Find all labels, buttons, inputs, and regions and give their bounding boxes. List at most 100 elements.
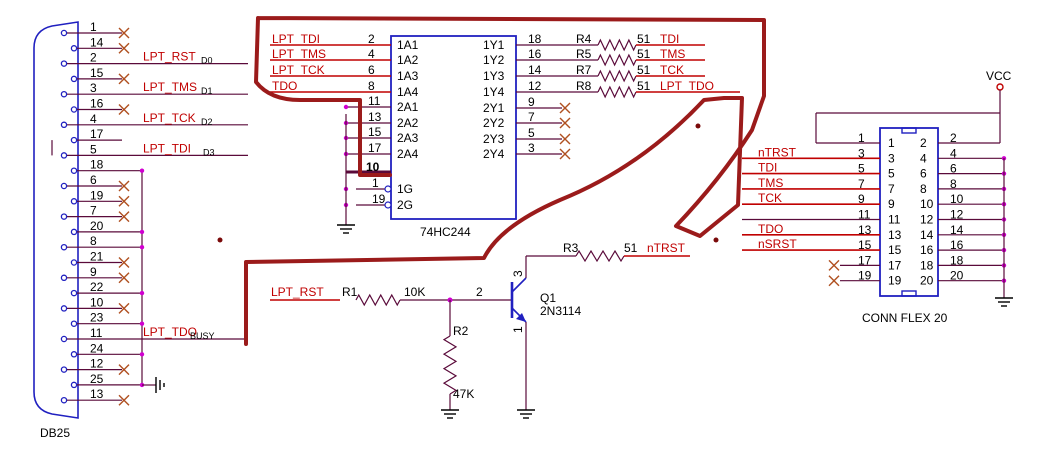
- db25-pin-terminal: [60, 274, 68, 282]
- resistor-value: 51: [637, 47, 651, 61]
- buffer-right-pin-number: 18: [528, 32, 542, 46]
- conn-inner-left-pin: 13: [888, 228, 902, 242]
- conn-left-pin-number: 19: [858, 269, 872, 283]
- buffer-right-pin-name: 2Y1: [483, 101, 505, 115]
- conn-inner-left-pin: 5: [888, 167, 895, 181]
- series-resistor: [597, 38, 637, 52]
- conn-inner-right-pin: 4: [920, 151, 927, 165]
- buffer-right-pin-name: 1Y2: [483, 53, 505, 67]
- r2-ground-icon: [440, 409, 460, 419]
- db25-pin-terminal: [60, 152, 68, 159]
- db25-pin-terminal: [60, 182, 68, 190]
- db25-pin-number: 21: [90, 250, 104, 264]
- conn-left-pin-number: 11: [858, 208, 871, 222]
- r2-resistor: [442, 335, 458, 395]
- conn-net-label: TDI: [758, 161, 777, 175]
- db25-pin-terminal: [70, 289, 78, 297]
- conn-ground-icon: [994, 297, 1014, 307]
- buffer-right-pin-number: 16: [528, 47, 542, 61]
- reset-transistor-circuit: LPT_RST R1 10K 2 R2 47K 3 1 Q1 2N3114 R3…: [270, 241, 690, 419]
- r3-ref: R3: [563, 241, 579, 255]
- r3-resistor: [575, 249, 625, 263]
- q1-emitter-pin: 1: [511, 326, 525, 333]
- conn-inner-left-pin: 11: [888, 213, 901, 227]
- conn-inner-right-pin: 14: [920, 228, 934, 242]
- q1-emitter-arrow-icon: [516, 313, 526, 322]
- buffer-left-pin-name: 1G: [397, 182, 413, 196]
- buffer-left-pin-number: 2: [368, 32, 375, 46]
- buffer-right-pin-name: 2Y4: [483, 147, 505, 161]
- conn-inner-left-pin: 15: [888, 243, 902, 257]
- buffer-left-pin-number: 15: [368, 125, 382, 139]
- db25-pin-terminal: [70, 320, 78, 327]
- series-resistor: [597, 53, 637, 67]
- buffer-left-net: LPT_TMS: [272, 47, 326, 61]
- q1-ground-icon: [516, 409, 536, 419]
- r3-net: nTRST: [647, 241, 686, 255]
- db25-pin-terminal: [60, 90, 68, 98]
- conn-left-pin-number: 3: [858, 146, 865, 160]
- buffer-left-pin-number: 6: [368, 63, 375, 77]
- conn-right-pin-number: 20: [950, 269, 964, 283]
- db25-pin-terminal: [70, 381, 78, 389]
- db25-pin-number: 11: [90, 326, 103, 340]
- conn-left-pin-number: 9: [858, 192, 865, 206]
- db25-pin-terminal: [70, 167, 78, 174]
- buffer-body: [390, 35, 517, 220]
- conn-right-pin-number: 12: [950, 208, 964, 222]
- db25-pin-terminal: [70, 106, 78, 113]
- series-resistor: [597, 85, 637, 99]
- conn-net-label: TDO: [758, 222, 783, 236]
- db25-pin-terminal: [60, 396, 68, 404]
- resistor-ref: R5: [576, 47, 592, 61]
- q1-ref: Q1: [540, 291, 556, 305]
- buffer-output-net: TCK: [660, 63, 684, 77]
- buffer-left-pin-name: 2G: [397, 198, 413, 212]
- q1-part: 2N3114: [540, 304, 581, 318]
- db25-pin-terminal: [60, 121, 68, 129]
- db25-pin-terminal: [70, 228, 78, 236]
- conn-right-pin-number: 6: [950, 162, 957, 176]
- resistor-value: 51: [637, 32, 651, 46]
- db25-pin-terminal: [60, 366, 68, 373]
- db25-pin-number: 14: [90, 35, 104, 49]
- db25-label: DB25: [40, 426, 70, 440]
- conn-right-pin-number: 16: [950, 238, 964, 252]
- db25-connector: 1142153164175186197208219221023112412251…: [33, 20, 165, 440]
- active-low-bubble-icon: [384, 201, 392, 209]
- conn-right-pin-number: 10: [950, 192, 964, 206]
- buffer-right-pin-name: 1Y1: [483, 38, 505, 52]
- buffer-output-net: TMS: [660, 47, 685, 61]
- resistor-value: 51: [637, 79, 651, 93]
- annotation-loop: [244, 16, 766, 346]
- buffer-right-pin-name: 1Y3: [483, 69, 505, 83]
- db25-signal-sub: D3: [203, 147, 215, 157]
- buffer-left-pin-number: 1: [372, 176, 379, 190]
- buffer-left-pin-number: 13: [368, 110, 382, 124]
- conn-inner-left-pin: 19: [888, 274, 902, 288]
- db25-pin-number: 16: [90, 97, 104, 111]
- q1-collector-pin: 3: [511, 270, 525, 277]
- db25-pin-number: 22: [90, 280, 104, 294]
- db25-pin-number: 24: [90, 341, 104, 355]
- buffer-left-pin-name: 1A3: [397, 69, 419, 83]
- buffer-right-pin-number: 5: [528, 126, 535, 140]
- r1-ref: R1: [342, 285, 358, 299]
- conn-left-pin-number: 5: [858, 162, 865, 176]
- db25-pin-number: 23: [90, 311, 104, 325]
- conn-left-pin-number: 13: [858, 223, 872, 237]
- r1-value: 10K: [404, 285, 425, 299]
- db25-pin-number: 10: [90, 295, 104, 309]
- buffer-right-pin-number: 12: [528, 79, 542, 93]
- db25-pin-number: 13: [90, 387, 104, 401]
- buffer-left-pin-name: 1A2: [397, 53, 419, 67]
- buffer-left-pin-number: 17: [368, 141, 382, 155]
- conn-inner-right-pin: 20: [920, 274, 934, 288]
- buffer-right-pin-number: 3: [528, 141, 535, 155]
- conn-left-pin-number: 15: [858, 238, 872, 252]
- db25-pin-terminal: [70, 45, 78, 52]
- conn-right-pin-number: 2: [950, 131, 957, 145]
- conn-inner-left-pin: 9: [888, 197, 895, 211]
